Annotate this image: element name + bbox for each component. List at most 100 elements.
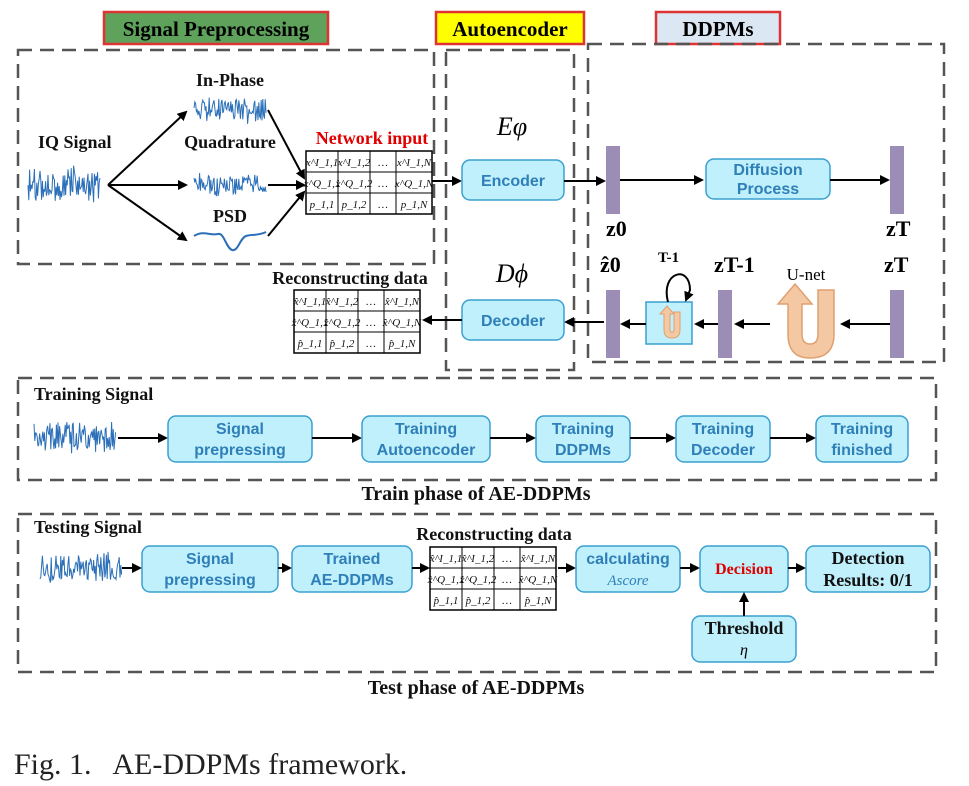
matrix-cell: x̂^Q_1,N: [518, 574, 558, 586]
psd-waveform: [193, 231, 267, 252]
svg-text:Process: Process: [737, 181, 799, 198]
train-phase-title: Train phase of AE-DDPMs: [361, 483, 590, 505]
svg-text:Training: Training: [395, 421, 457, 438]
branch-arrows: [107, 110, 188, 242]
matrix-cell-border: [383, 331, 421, 354]
matrix-cell: …: [366, 317, 376, 329]
svg-text:Autoencoder: Autoencoder: [452, 17, 567, 41]
matrix-cell: …: [502, 574, 512, 586]
test-step-signal-preprocessing: Signal prepressing: [141, 545, 279, 593]
matrix-cell: …: [366, 296, 376, 308]
svg-text:Results: 0/1: Results: 0/1: [823, 570, 913, 590]
matrix-cell: x̂^I_1,N: [520, 553, 556, 565]
svg-text:Ascore: Ascore: [606, 573, 648, 589]
svg-text:Threshold: Threshold: [705, 618, 784, 638]
training-signal-label: Training Signal: [34, 384, 153, 404]
iq-signal-label: IQ Signal: [38, 132, 112, 152]
preprocessing-header: Signal Preprocessing: [102, 10, 330, 46]
diffusion-process-box: Diffusion Process: [705, 158, 831, 200]
svg-text:prepressing: prepressing: [194, 442, 286, 459]
matrix-cell: p_1,1: [309, 199, 335, 211]
svg-text:finished: finished: [831, 442, 892, 459]
z0-hat-label: ẑ0: [600, 252, 621, 277]
svg-text:Trained: Trained: [324, 551, 381, 568]
unet-label: U-net: [787, 265, 826, 284]
train-phase-frame: [16, 376, 938, 482]
ddpms-frame: [586, 42, 946, 364]
matrix-cell: p_1,N: [400, 199, 428, 211]
test-step-calculating-ascore: calculating Ascore: [575, 545, 681, 593]
matrix-cell: x^Q_1,N: [394, 178, 434, 190]
testing-signal-label: Testing Signal: [34, 517, 142, 537]
svg-text:prepressing: prepressing: [164, 572, 256, 589]
z0-latent-bar: [606, 146, 620, 214]
test-step-detection-results: Detection Results: 0/1: [805, 545, 931, 593]
zT-bottom-latent-bar: [890, 290, 904, 358]
zT-1-label: zT-1: [714, 252, 755, 277]
matrix-cell: x̂^I_1,N: [384, 296, 420, 308]
reconstructing-data-label-test: Reconstructing data: [416, 524, 572, 544]
svg-text:Training: Training: [692, 421, 754, 438]
matrix-cell: x^I_1,1: [305, 157, 338, 169]
train-step-finished: Training finished: [815, 415, 909, 463]
encoder-symbol: Eφ: [496, 112, 527, 141]
svg-text:Encoder: Encoder: [481, 173, 545, 190]
svg-text:η: η: [740, 642, 748, 659]
svg-text:Decoder: Decoder: [481, 313, 545, 330]
matrix-cell-border: [395, 192, 433, 215]
in-phase-label: In-Phase: [196, 70, 264, 90]
test-phase-title: Test phase of AE-DDPMs: [368, 677, 585, 699]
ddpms-header: DDPMs: [654, 10, 782, 46]
threshold-box: Threshold η: [691, 615, 797, 663]
svg-text:Signal: Signal: [216, 421, 264, 438]
svg-text:Training: Training: [552, 421, 614, 438]
matrix-cell: x̂^Q_1,1: [427, 574, 465, 586]
training-signal-waveform: [33, 421, 117, 454]
svg-text:Decoder: Decoder: [691, 442, 755, 459]
matrix-cell: …: [502, 553, 512, 565]
quadrature-waveform: [193, 172, 267, 197]
decoder-box: Decoder: [461, 299, 565, 341]
matrix-cell: x̂^Q_1,1: [291, 317, 329, 329]
matrix-cell: x^I_1,N: [396, 157, 432, 169]
train-step-ddpms: Training DDPMs: [535, 415, 631, 463]
zT-bottom-label: zT: [884, 252, 909, 277]
svg-text:Diffusion: Diffusion: [733, 162, 802, 179]
decoder-symbol: Dϕ: [495, 259, 528, 288]
train-step-autoencoder: Training Autoencoder: [361, 415, 491, 463]
matrix-cell: p_1,2: [341, 199, 367, 211]
matrix-cell: …: [366, 338, 376, 350]
t-minus-1-label: T-1: [658, 250, 679, 266]
autoencoder-header: Autoencoder: [434, 10, 586, 46]
matrix-cell: p̂_1,2: [329, 338, 355, 350]
matrix-cell: x^Q_1,1: [303, 178, 341, 190]
matrix-cell: x̂^Q_1,2: [459, 574, 497, 586]
svg-text:calculating: calculating: [586, 551, 670, 568]
test-phase-frame: [16, 512, 938, 674]
svg-text:Decision: Decision: [715, 561, 773, 578]
matrix-cell: p̂_1,2: [465, 595, 491, 607]
matrix-cell-border: [519, 588, 557, 611]
svg-text:Signal: Signal: [186, 551, 234, 568]
matrix-cell: x^I_1,2: [337, 157, 371, 169]
network-input-label: Network input: [316, 128, 429, 148]
matrix-cell: x̂^I_1,2: [325, 296, 359, 308]
svg-text:DDPMs: DDPMs: [682, 17, 753, 41]
svg-text:Signal Preprocessing: Signal Preprocessing: [123, 17, 310, 41]
matrix-cell: x^Q_1,2: [335, 178, 373, 190]
iq-signal-waveform: [27, 165, 101, 203]
svg-text:Training: Training: [831, 421, 893, 438]
matrix-cell: x̂^Q_1,2: [323, 317, 361, 329]
matrix-cell: x̂^I_1,2: [461, 553, 495, 565]
t-1-loop-box: [645, 273, 694, 345]
zT-label: zT: [886, 216, 911, 241]
train-step-decoder: Training Decoder: [675, 415, 771, 463]
matrix-cell: …: [378, 157, 388, 169]
z0-label: z0: [606, 216, 627, 241]
matrix-cell: p̂_1,N: [524, 595, 552, 607]
matrix-cell: p̂_1,1: [433, 595, 459, 607]
test-step-decision: Decision: [699, 545, 789, 593]
matrix-cell: p̂_1,1: [297, 338, 323, 350]
